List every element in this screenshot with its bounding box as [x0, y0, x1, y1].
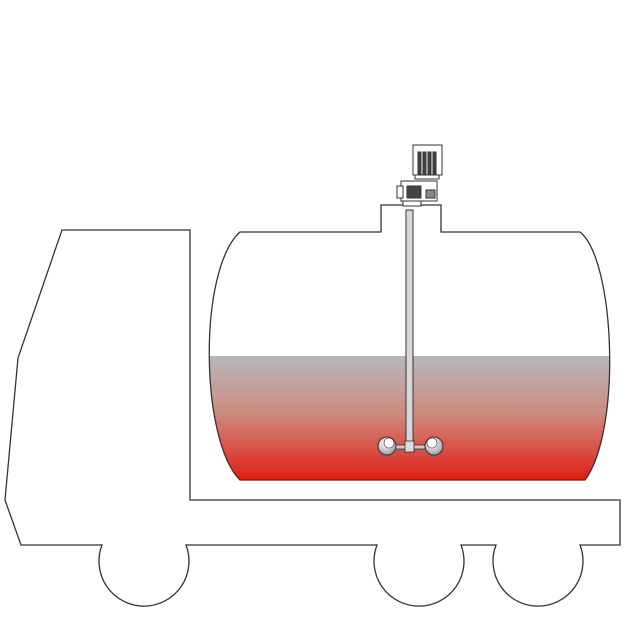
truck-outline: [4, 229, 621, 607]
agitator-shaft: [405, 209, 414, 449]
tank-outline: [208, 204, 611, 481]
motor-icon: [396, 144, 443, 207]
impeller: [377, 436, 444, 456]
